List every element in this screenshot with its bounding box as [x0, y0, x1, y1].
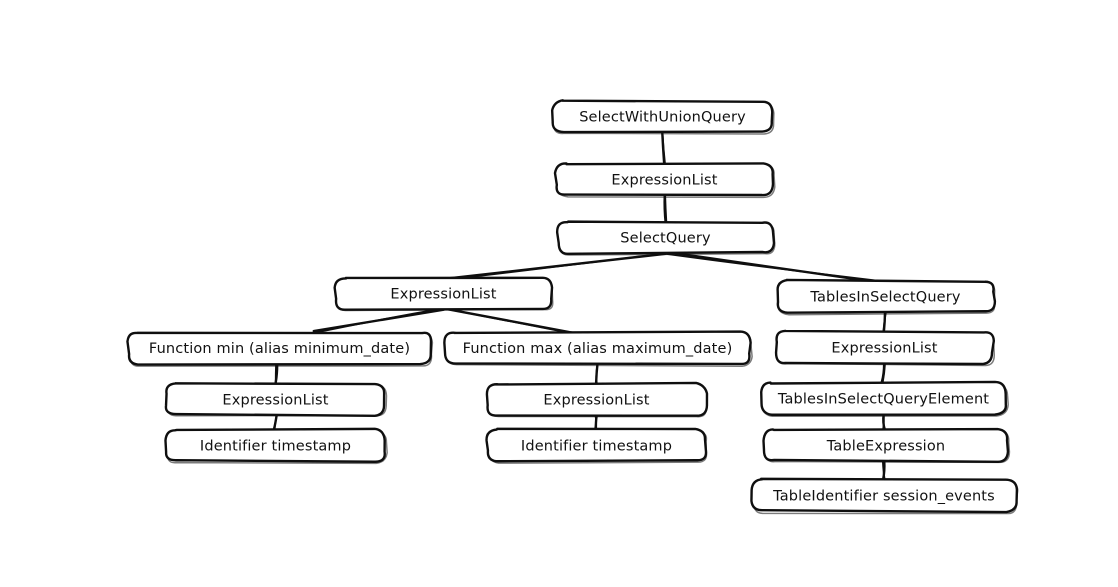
- node-box[interactable]: [555, 220, 776, 256]
- tree-node[interactable]: TablesInSelectQueryElement: [760, 380, 1009, 418]
- node-label: TablesInSelectQuery: [809, 290, 960, 306]
- tree-node[interactable]: TableIdentifier session_events: [750, 477, 1019, 515]
- node-label: TablesInSelectQueryElement: [777, 392, 989, 408]
- node-box[interactable]: [550, 99, 774, 134]
- tree-node[interactable]: SelectQuery: [555, 220, 776, 256]
- node-label: ExpressionList: [611, 173, 717, 189]
- node-box[interactable]: [485, 381, 709, 417]
- edge-n3-n5: [312, 307, 445, 334]
- node-label: Identifier timestamp: [521, 439, 672, 455]
- node-label: TableIdentifier session_events: [772, 489, 995, 505]
- node-box[interactable]: [443, 330, 752, 366]
- node-box[interactable]: [553, 162, 775, 197]
- tree-node[interactable]: ExpressionList: [774, 329, 996, 367]
- node-label: ExpressionList: [222, 393, 328, 409]
- edge-n6-n9: [594, 363, 599, 385]
- edge-n2-n4: [664, 250, 884, 285]
- node-box[interactable]: [762, 427, 1010, 464]
- node-box[interactable]: [750, 477, 1019, 514]
- edge-n8-n11: [272, 413, 279, 432]
- node-box[interactable]: [485, 427, 708, 463]
- node-label: ExpressionList: [831, 341, 937, 357]
- node-box[interactable]: [333, 276, 554, 311]
- tree-node[interactable]: ExpressionList: [553, 162, 776, 199]
- edge-n3-n6: [444, 307, 577, 335]
- edge-n5-n8: [274, 362, 279, 386]
- node-label: TableExpression: [826, 439, 945, 455]
- nodes-layer: SelectWithUnionQueryExpressionListSelect…: [126, 99, 1019, 515]
- node-box[interactable]: [776, 278, 997, 314]
- edge-n13-n14: [881, 459, 886, 482]
- tree-node[interactable]: ExpressionList: [485, 381, 709, 418]
- tree-node[interactable]: Function min (alias minimum_date): [126, 331, 434, 367]
- tree-node[interactable]: Identifier timestamp: [164, 427, 388, 465]
- node-label: Function max (alias maximum_date): [463, 341, 733, 357]
- tree-node[interactable]: Identifier timestamp: [485, 427, 708, 464]
- node-box[interactable]: [760, 380, 1008, 416]
- edge-n0-n1: [661, 130, 666, 166]
- edge-n1-n2: [663, 193, 668, 224]
- tree-node[interactable]: SelectWithUnionQuery: [550, 99, 775, 135]
- node-label: SelectWithUnionQuery: [579, 110, 746, 126]
- edge-n9-n12: [594, 413, 598, 432]
- node-box[interactable]: [126, 331, 433, 366]
- node-box[interactable]: [774, 329, 996, 366]
- tree-node[interactable]: Function max (alias maximum_date): [443, 330, 753, 367]
- tree-node[interactable]: ExpressionList: [333, 276, 554, 312]
- tree-node[interactable]: TableExpression: [762, 427, 1011, 464]
- edge-n7-n10: [880, 362, 886, 385]
- tree-node[interactable]: ExpressionList: [164, 382, 388, 418]
- node-box[interactable]: [164, 427, 386, 463]
- node-label: ExpressionList: [543, 393, 649, 409]
- node-label: SelectQuery: [620, 231, 711, 247]
- tree-node[interactable]: TablesInSelectQuery: [776, 278, 997, 316]
- node-label: Function min (alias minimum_date): [149, 341, 410, 357]
- node-label: Identifier timestamp: [200, 439, 351, 455]
- node-box[interactable]: [164, 382, 386, 418]
- edge-n2-n3: [443, 252, 667, 282]
- node-label: ExpressionList: [390, 287, 496, 303]
